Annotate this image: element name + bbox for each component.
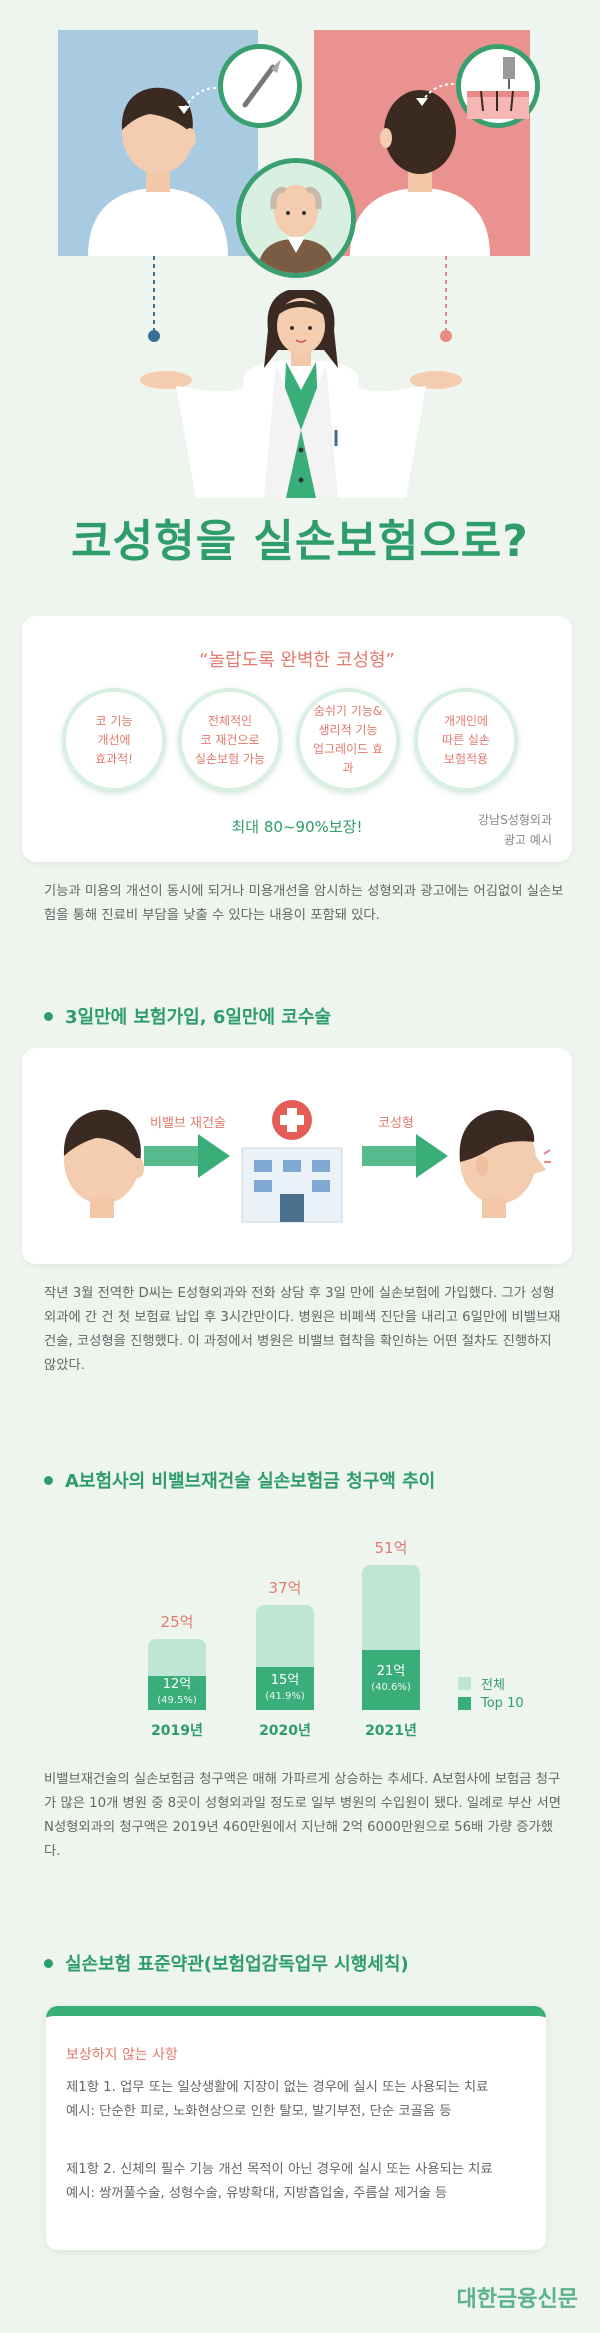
section1-paragraph: 작년 3월 전역한 D씨는 E성형외과와 전화 상담 후 3일 만에 실손보험에… (44, 1286, 561, 1373)
bar-total-label-2: 51억 (374, 1539, 408, 1558)
arrow-left-icon (178, 87, 217, 114)
ad-feature-1: 코 기능 개선에 효과적! (62, 688, 166, 792)
ad-quote: “놀랍도록 완벽한 코성형” (199, 650, 395, 671)
elderly-man-badge (236, 158, 356, 278)
legend-swatch-top10 (458, 1697, 471, 1710)
bar-top10-share: (49.5%) (157, 1694, 197, 1706)
ad-feature-3: 숨쉬기 기능& 생리적 기능 업그레이드 효과 (296, 688, 400, 792)
patient-profile-icon (459, 1110, 551, 1218)
patient-head-back-icon (63, 1109, 144, 1218)
section-heading-3: 실손보험 표준약관(보험업감독업무 시행세칙) (44, 1950, 409, 1976)
bullet-dot (44, 1958, 53, 1968)
bar-top10-share: (40.6%) (371, 1682, 411, 1694)
flow-label-rhinoplasty: 코성형 (378, 1116, 414, 1131)
hair-follicle-badge (456, 44, 540, 128)
intro-paragraph: 기능과 미용의 개선이 동시에 되거나 미용개선을 암시하는 성형외과 광고에는… (44, 884, 564, 923)
x-tick-label-1: 2020년 (259, 1723, 311, 1739)
connector-left (148, 256, 160, 342)
terms-clause-1: 제1항 1. 업무 또는 일상생활에 지장이 없는 경우에 실시 또는 사용되는… (66, 2080, 489, 2119)
elderly-man-avatar (241, 163, 351, 273)
person-illustration-right (350, 90, 490, 256)
scalpel-badge (218, 44, 302, 128)
ad-source-note: 강남S성형외과 광고 예시 (478, 813, 552, 847)
publisher-logo: 대한금융신문 (456, 2287, 578, 2312)
legend-swatch-total (458, 1677, 471, 1690)
bullet-dot (44, 1475, 53, 1485)
legend-label-total: 전체 (481, 1678, 505, 1693)
section2-paragraph: 비밸브재건술의 실손보험금 청구액은 매해 가파르게 상승하는 추세다. A보험… (44, 1772, 561, 1859)
section-heading-3-text: 실손보험 표준약관(보험업감독업무 시행세칙) (65, 1954, 409, 1975)
bullet-dot (44, 1011, 53, 1021)
bar-top10-share: (41.9%) (265, 1690, 305, 1702)
connector-right (440, 256, 452, 342)
hospital-icon (241, 1100, 343, 1223)
flow-label-valve: 비밸브 재건술 (150, 1116, 226, 1131)
bar-total-label-1: 37억 (268, 1578, 302, 1597)
section-heading-2: A보험사의 비밸브재건술 실손보험금 청구액 추이 (44, 1467, 435, 1493)
bar-top10-2 (362, 1650, 420, 1710)
legend-label-top10: Top 10 (481, 1696, 524, 1711)
bar-top10-1 (256, 1667, 314, 1710)
hair-transplant-icon (467, 57, 529, 119)
bar-total-label-0: 25억 (160, 1613, 194, 1631)
x-tick-label-0: 2019년 (151, 1723, 203, 1739)
arrow-right-icon (416, 83, 455, 106)
bar-top10-label-2: 21억 (40.6%) (362, 1664, 420, 1696)
bar-top10-value: 15억 (270, 1672, 300, 1688)
section-heading-1-text: 3일만에 보험가입, 6일만에 코수술 (65, 1007, 331, 1028)
ad-feature-2: 전체적인 코 재건으로 실손보험 가능 (178, 688, 282, 792)
ad-guarantee: 최대 80~90%보장! (231, 818, 363, 836)
arrow-right-icon (144, 1134, 230, 1178)
section-heading-1: 3일만에 보험가입, 6일만에 코수술 (44, 1003, 331, 1029)
claims-bar-chart: 전체 Top 10 25억 12억 (49.5%) 2019년 37억 15억 (41.9%… (0, 1510, 600, 1750)
terms-card: 보상하지 않는 사항 제1항 1. 업무 또는 일상생활에 지장이 없는 경우에… (46, 2006, 546, 2250)
ad-example-card: “놀랍도록 완벽한 코성형” 코 기능 개선에 효과적! 전체적인 코 재건으로… (22, 616, 572, 862)
bar-top10-value: 12억 (162, 1676, 192, 1692)
doctor-illustration (140, 290, 462, 498)
terms-clause-2: 제1항 2. 신체의 필수 기능 개선 목적이 아닌 경우에 실시 또는 사용되… (66, 2162, 493, 2201)
legend-total: 전체 (458, 1674, 505, 1693)
terms-heading: 보상하지 않는 사항 (66, 2047, 178, 2063)
person-illustration-left (88, 87, 228, 256)
page-title: 코성형을 실손보험으로? (71, 516, 529, 567)
bar-top10-value: 21억 (376, 1664, 406, 1680)
bar-top10-label-0: 12억 (49.5%) (148, 1677, 206, 1709)
ad-feature-4: 개개인에 따른 실손 보험적용 (414, 688, 518, 792)
legend-top10: Top 10 (458, 1696, 524, 1711)
bar-top10-label-1: 15억 (41.9%) (256, 1673, 314, 1705)
x-tick-label-2: 2021년 (365, 1723, 417, 1739)
arrow-right-icon (362, 1134, 448, 1178)
scalpel-icon (242, 59, 281, 108)
surgery-flow-card: 비밸브 재건술 코성형 (22, 1048, 572, 1264)
bar-top10-0 (148, 1675, 206, 1710)
section-heading-2-text: A보험사의 비밸브재건술 실손보험금 청구액 추이 (65, 1471, 436, 1492)
